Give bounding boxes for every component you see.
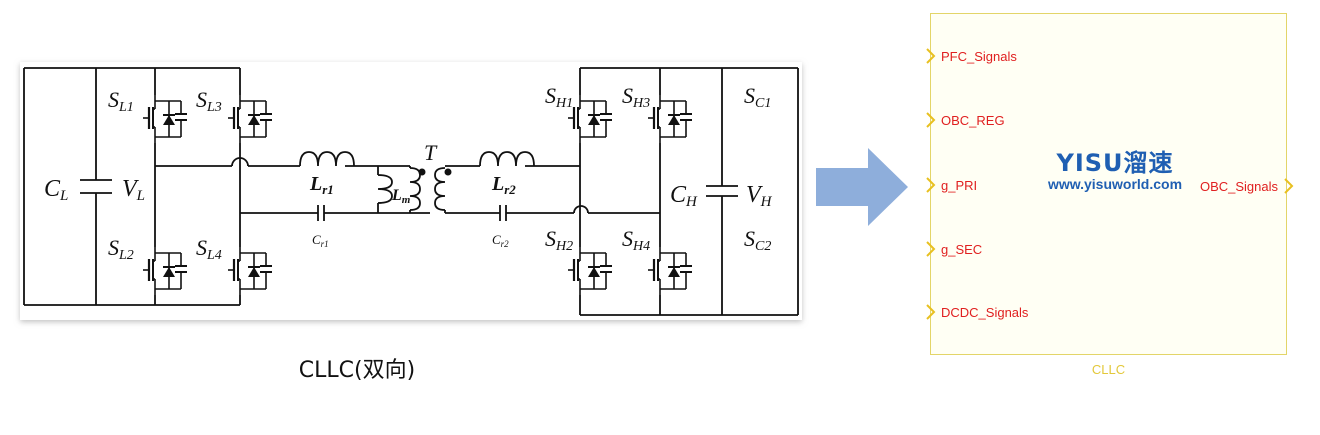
port-label: OBC_REG <box>941 113 1005 128</box>
right-arrow-icon <box>816 148 908 226</box>
svg-text:CH: CH <box>670 182 698 210</box>
port-chevron-icon <box>926 241 936 257</box>
port-chevron-icon <box>926 304 936 320</box>
label-vl: V <box>122 176 139 202</box>
label-vl-sub: L <box>136 188 145 204</box>
schematic-caption: CLLC(双向) <box>298 358 416 383</box>
port-chevron-icon <box>926 112 936 128</box>
label-cl: C <box>44 176 61 202</box>
label-cr2-sub: r2 <box>501 239 510 249</box>
port-chevron-icon <box>1284 178 1294 194</box>
input-port-obc-reg[interactable]: OBC_REG <box>926 112 1005 128</box>
label-sl4: S <box>196 235 207 260</box>
label-lm-sub: m <box>402 194 411 206</box>
label-ch: C <box>670 182 687 208</box>
svg-text:SL3: SL3 <box>196 87 222 115</box>
svg-text:SH1: SH1 <box>545 83 573 111</box>
label-sh2: S <box>545 226 556 251</box>
label-lm: L <box>391 187 402 204</box>
label-sh3: S <box>622 83 633 108</box>
input-port-pfc-signals[interactable]: PFC_Signals <box>926 48 1017 64</box>
label-sl1-sub: L1 <box>118 100 134 115</box>
svg-text:SH2: SH2 <box>545 226 573 254</box>
svg-text:VL: VL <box>122 176 145 204</box>
label-cr1-sub: r1 <box>321 239 329 249</box>
svg-text:Lr2: Lr2 <box>491 173 516 197</box>
port-label: g_SEC <box>941 242 983 257</box>
label-cl-sub: L <box>59 188 68 204</box>
label-sh4: S <box>622 226 633 251</box>
label-sh2-sub: H2 <box>555 239 573 254</box>
label-sc1-sub: C1 <box>755 96 771 111</box>
svg-text:SL4: SL4 <box>196 235 222 263</box>
svg-text:SL2: SL2 <box>108 235 134 263</box>
port-label: PFC_Signals <box>941 49 1017 64</box>
input-port-g-pri[interactable]: g_PRI <box>926 177 978 193</box>
label-vh: V <box>746 182 763 208</box>
input-port-dcdc-signals[interactable]: DCDC_Signals <box>926 304 1029 320</box>
label-sl3-sub: L3 <box>206 100 222 115</box>
label-vh-sub: H <box>760 194 773 210</box>
port-label: DCDC_Signals <box>941 305 1029 320</box>
label-lr2-sub: r2 <box>504 182 516 197</box>
svg-text:SH3: SH3 <box>622 83 650 111</box>
label-sh1: S <box>545 83 556 108</box>
input-port-g-sec[interactable]: g_SEC <box>926 241 983 257</box>
label-cr2: C <box>492 232 501 247</box>
svg-text:SC1: SC1 <box>744 83 771 111</box>
svg-text:SC2: SC2 <box>744 226 771 254</box>
label-sh3-sub: H3 <box>632 96 650 111</box>
svg-text:Lm: Lm <box>391 187 411 206</box>
label-cr1: C <box>312 232 321 247</box>
label-sl2-sub: L2 <box>118 248 134 263</box>
logo-url: www.yisuworld.com <box>1047 176 1183 192</box>
label-sc2-sub: C2 <box>755 239 771 254</box>
svg-text:SH4: SH4 <box>622 226 650 254</box>
label-sc2: S <box>744 226 755 251</box>
cllc-block[interactable]: PFC_Signals OBC_REG g_PRI g_SEC DCDC_Sig… <box>926 13 1294 355</box>
label-lr1-sub: r1 <box>322 182 334 197</box>
label-sl1: S <box>108 87 119 112</box>
output-port-obc-signals[interactable]: OBC_Signals <box>1199 179 1278 194</box>
label-t: T <box>424 140 438 165</box>
logo-mark: YISU溜速 <box>1056 149 1174 177</box>
svg-text:CL: CL <box>44 176 68 204</box>
svg-text:Cr2: Cr2 <box>492 232 509 249</box>
label-sh4-sub: H4 <box>632 239 650 254</box>
svg-text:Cr1: Cr1 <box>312 232 329 249</box>
label-lr1: L <box>309 173 322 195</box>
svg-text:VH: VH <box>746 182 773 210</box>
port-label: g_PRI <box>941 178 978 193</box>
svg-text:SL1: SL1 <box>108 87 134 115</box>
label-sh1-sub: H1 <box>555 96 573 111</box>
svg-text:Lr1: Lr1 <box>309 173 334 197</box>
label-sl2: S <box>108 235 119 260</box>
cllc-schematic: SL1 SL3 SL2 SL4 SH1 SH3 SH2 SH4 SC1 SC2 … <box>20 62 802 320</box>
yisu-logo: YISU溜速 www.yisuworld.com <box>1040 150 1190 192</box>
label-sc1: S <box>744 83 755 108</box>
block-name-label: CLLC <box>1091 362 1126 377</box>
label-ch-sub: H <box>685 194 698 210</box>
label-sl3: S <box>196 87 207 112</box>
port-chevron-icon <box>926 177 936 193</box>
label-sl4-sub: L4 <box>206 248 222 263</box>
port-chevron-icon <box>926 48 936 64</box>
label-lr2: L <box>491 173 504 195</box>
